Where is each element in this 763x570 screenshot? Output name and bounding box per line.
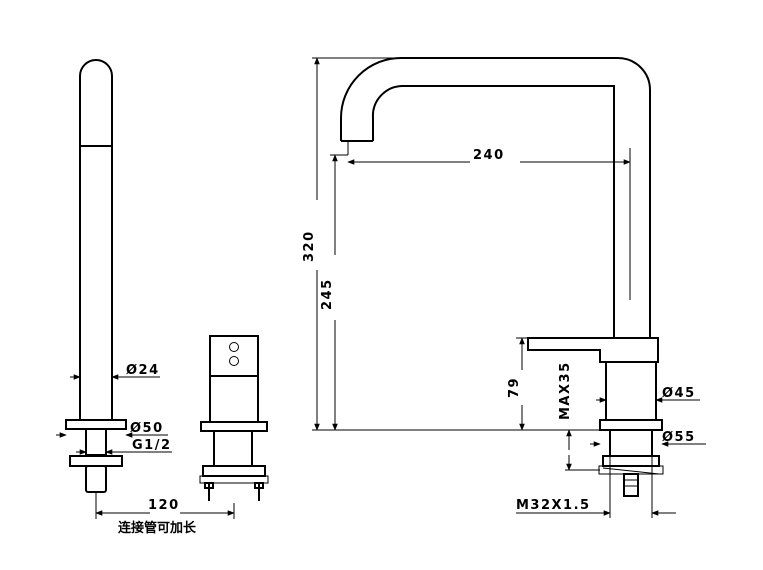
lever-handle xyxy=(527,337,659,363)
label-d45: Ø45 xyxy=(662,386,696,401)
label-m32: M32X1.5 xyxy=(516,498,591,513)
dim-diameter-24: Ø24 xyxy=(70,363,160,380)
handle-hole-top xyxy=(229,342,239,352)
dim-diameter-55: Ø55 xyxy=(590,430,706,447)
handle-unit-view xyxy=(199,335,269,501)
dim-height-79: 79 xyxy=(507,337,528,431)
dim-thread-g12: G1/2 xyxy=(76,438,172,455)
label-240: 240 xyxy=(473,148,505,163)
dim-thread-m32: M32X1.5 xyxy=(516,456,676,518)
label-245: 245 xyxy=(320,278,335,310)
label-d50: Ø50 xyxy=(130,421,164,436)
spout-side-view xyxy=(65,59,127,493)
label-120: 120 xyxy=(148,498,180,513)
label-320: 320 xyxy=(302,230,317,262)
mount-plate xyxy=(602,455,660,467)
dim-max-35: MAX35 xyxy=(558,361,600,471)
handle-hole-bottom xyxy=(229,356,239,366)
handle-mount-plate xyxy=(202,465,266,477)
dim-height-320: 320 xyxy=(302,57,600,431)
dim-height-245: 245 xyxy=(320,154,348,431)
dim-diameter-50: Ø50 xyxy=(56,421,168,438)
label-g12: G1/2 xyxy=(132,438,172,453)
label-d24: Ø24 xyxy=(126,363,160,378)
dim-width-240: 240 xyxy=(347,148,631,300)
label-79: 79 xyxy=(507,377,522,398)
dim-length-120: 120 xyxy=(95,491,235,519)
dim-diameter-45: Ø45 xyxy=(596,386,700,403)
label-d55: Ø55 xyxy=(662,430,696,445)
label-max35: MAX35 xyxy=(558,361,573,420)
caption-extendable-pipe: 连接管可加长 xyxy=(118,520,197,536)
